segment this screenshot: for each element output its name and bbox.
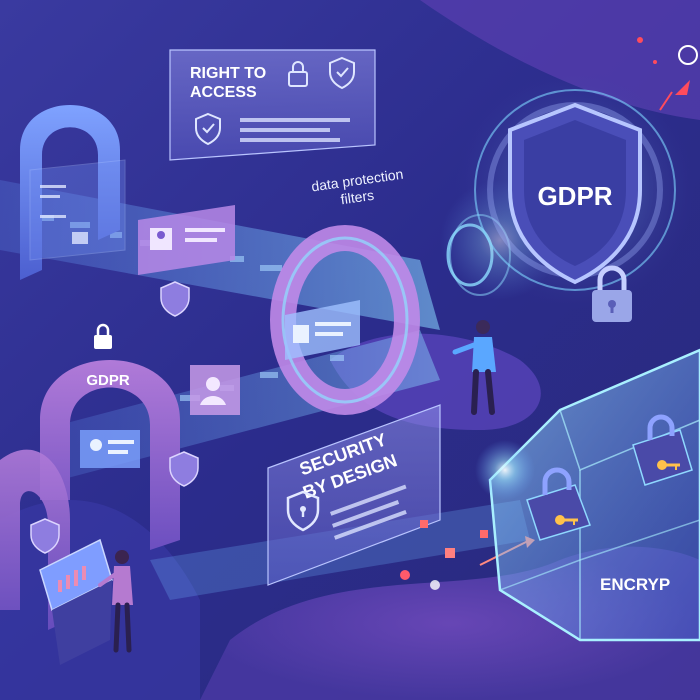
- encryption-crystal: ENCRYP: [475, 348, 700, 642]
- panel-lines: [240, 118, 350, 142]
- panel-lines: [330, 484, 407, 540]
- access-arch: [20, 105, 120, 280]
- user-card-icon: [80, 430, 140, 468]
- sparkles: [637, 37, 690, 111]
- gdpr-arch: GDPR: [40, 360, 180, 550]
- user-card-icon: [190, 365, 240, 415]
- shield-icon: [160, 281, 190, 317]
- key-icon: [657, 460, 680, 470]
- key-icon: [555, 515, 578, 525]
- right-to-access-title-line1: RIGHT TO: [190, 65, 266, 82]
- gdpr-shield-label: GDPR: [537, 181, 612, 211]
- shield-icon: [30, 518, 60, 554]
- padlock-cube: [526, 467, 591, 541]
- lock-icon: [94, 323, 112, 349]
- right-to-access-panel: RIGHT TO ACCESS: [169, 49, 376, 161]
- shield-lock-icon: [286, 490, 320, 532]
- data-protection-ring: [270, 225, 420, 415]
- left-data-panel: [29, 159, 126, 261]
- lock-icon: [288, 61, 308, 87]
- gdpr-shield: GDPR: [455, 70, 695, 310]
- padlock-cube: [632, 414, 693, 486]
- user-card-icon: [138, 205, 235, 275]
- right-to-access-title-line2: ACCESS: [190, 84, 257, 101]
- kiosk-terminal: [39, 538, 113, 665]
- shield-check-icon: [195, 112, 221, 146]
- gdpr-arch-label: GDPR: [86, 372, 130, 389]
- shield-check-icon: [329, 56, 355, 90]
- circle-icon: [678, 45, 698, 65]
- encryption-label: ENCRYP: [600, 575, 670, 594]
- lock-icon: [592, 265, 632, 322]
- shield-icon: [169, 451, 199, 487]
- person-woman: [98, 550, 133, 653]
- filters-label-line2: filters: [340, 187, 375, 208]
- user-card-icon: [285, 300, 360, 360]
- person-standing: [452, 320, 496, 415]
